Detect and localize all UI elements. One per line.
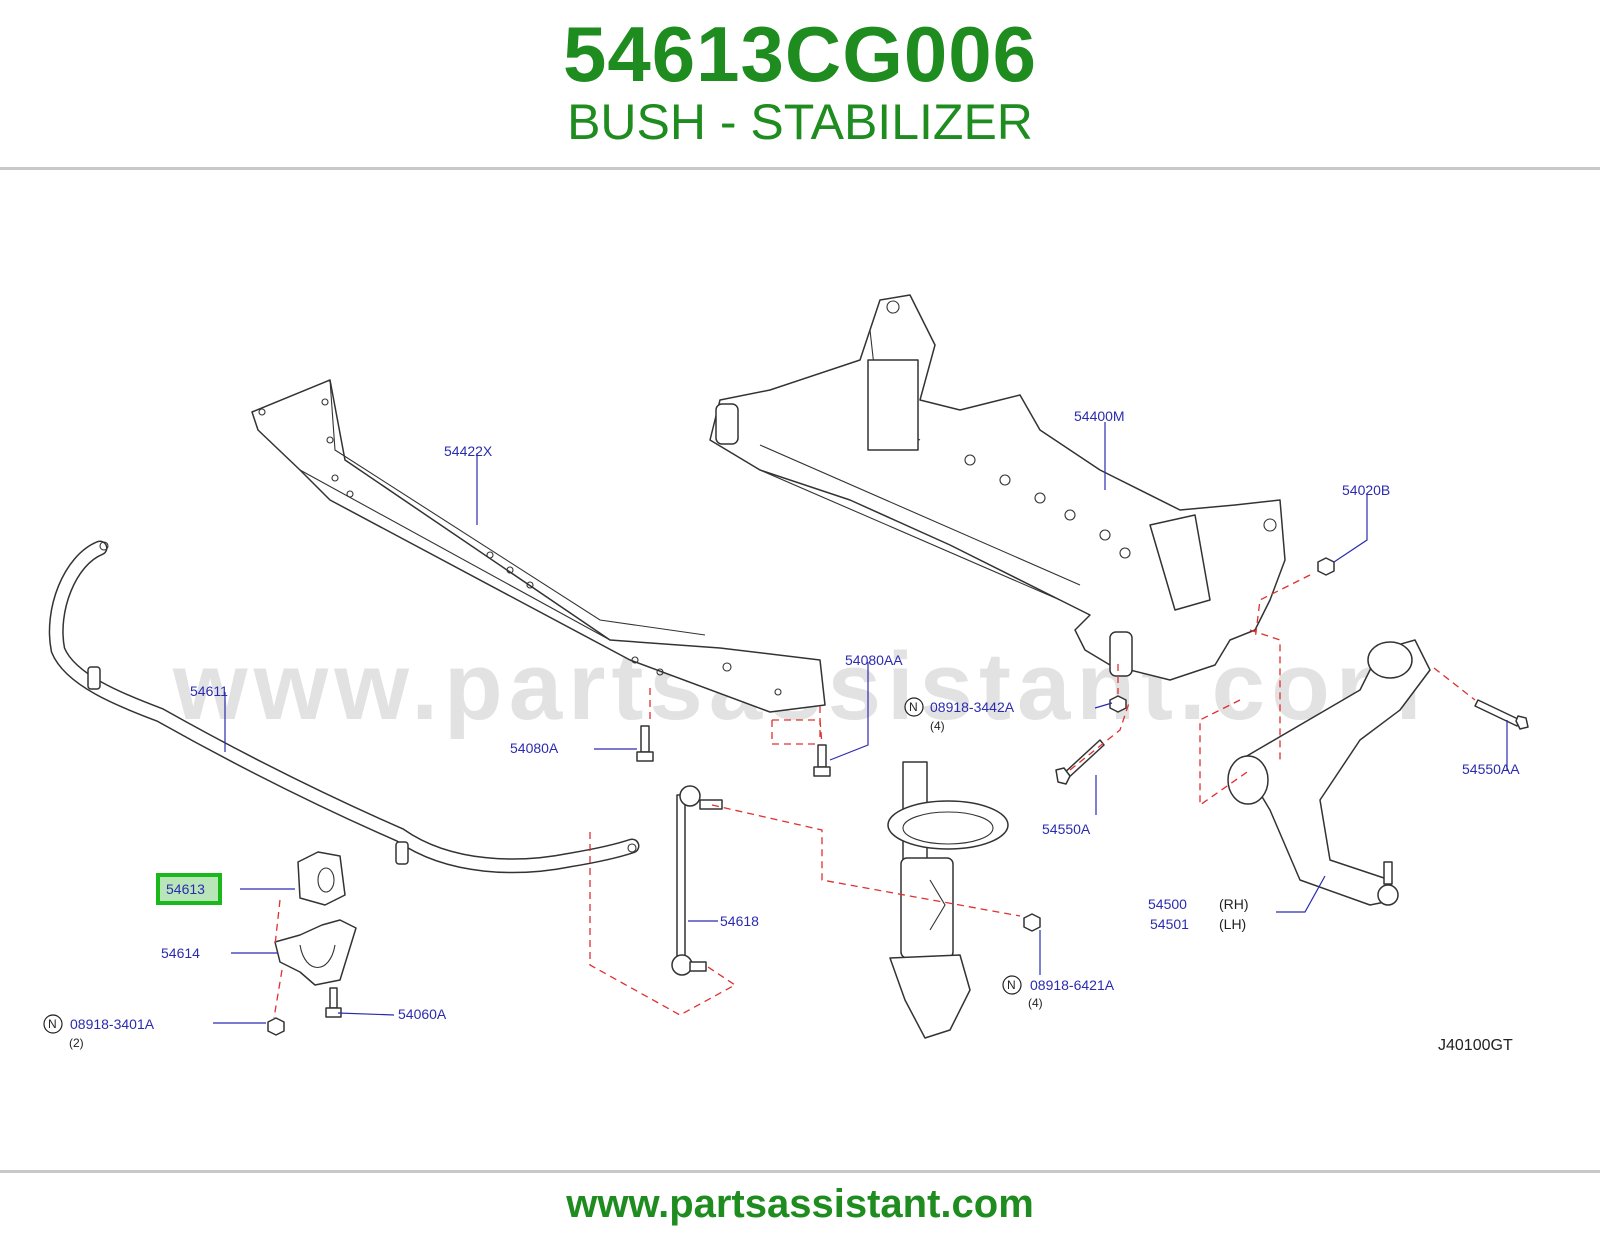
- side-54500: (RH): [1219, 896, 1249, 912]
- label-54618[interactable]: 54618: [720, 913, 759, 929]
- page-subtitle: BUSH - STABILIZER: [567, 94, 1033, 150]
- label-54020b[interactable]: 54020B: [1342, 482, 1390, 498]
- label-54614[interactable]: 54614: [161, 945, 200, 961]
- bolt-54060a-drawing: [325, 987, 342, 1018]
- stabilizer-bush-54613-drawing: [297, 851, 346, 906]
- nut-08918-6421a-drawing: [1023, 913, 1041, 932]
- label-54613[interactable]: 54613: [166, 881, 205, 897]
- bolt-54080a-drawing: [636, 725, 654, 762]
- qty-08918-3401a: (2): [69, 1036, 84, 1050]
- bolt-54550aa-drawing: [1474, 699, 1529, 730]
- cross-member-54422x-drawing: [251, 379, 826, 713]
- nut-08918-3442a-drawing: [1109, 695, 1127, 713]
- label-54550aa[interactable]: 54550AA: [1462, 761, 1520, 777]
- footer-divider: [0, 1170, 1600, 1173]
- label-54080a[interactable]: 54080A: [510, 740, 559, 756]
- n-marker: N: [1007, 978, 1016, 992]
- qty-08918-3442a: (4): [930, 719, 945, 733]
- label-08918-3401a[interactable]: 08918-3401A: [70, 1016, 155, 1032]
- bolt-54080aa-drawing: [813, 744, 831, 777]
- label-08918-3401a-group[interactable]: N 08918-3401A (2): [43, 1014, 155, 1050]
- header-divider: [0, 167, 1600, 170]
- label-54500[interactable]: 54500: [1148, 896, 1187, 912]
- footer-url[interactable]: www.partsassistant.com: [566, 1182, 1034, 1226]
- label-54080aa[interactable]: 54080AA: [845, 652, 903, 668]
- label-08918-3442a-group[interactable]: N 08918-3442A (4): [904, 697, 1015, 733]
- bush-bracket-54614-drawing: [274, 919, 357, 986]
- diagram-code: J40100GT: [1438, 1037, 1513, 1054]
- side-54501: (LH): [1219, 916, 1246, 932]
- page-title: 54613CG006: [562, 10, 1038, 98]
- label-54060a[interactable]: 54060A: [398, 1006, 447, 1022]
- label-08918-3442a[interactable]: 08918-3442A: [930, 699, 1015, 715]
- strut-assembly-drawing: [887, 761, 1009, 1039]
- label-54611[interactable]: 54611: [190, 683, 228, 699]
- nut-54020b-drawing: [1317, 557, 1335, 576]
- stabilizer-bar-54611-drawing: [48, 540, 640, 874]
- label-54400m[interactable]: 54400M: [1074, 408, 1125, 424]
- qty-08918-6421a: (4): [1028, 996, 1043, 1010]
- label-54422x[interactable]: 54422X: [444, 443, 493, 459]
- stabilizer-link-54618-drawing: [671, 785, 723, 976]
- leader-lines: [213, 422, 1508, 1024]
- label-54550a[interactable]: 54550A: [1042, 821, 1091, 837]
- label-08918-6421a[interactable]: 08918-6421A: [1030, 977, 1115, 993]
- subframe-54400m-drawing: [709, 294, 1286, 681]
- assembly-lines: [273, 574, 1476, 1019]
- lower-arm-54500-drawing: [1227, 639, 1431, 906]
- label-54501[interactable]: 54501: [1150, 916, 1189, 932]
- label-08918-6421a-group[interactable]: N 08918-6421A (4): [1002, 975, 1115, 1010]
- n-marker: N: [909, 700, 918, 714]
- label-54613-highlight[interactable]: 54613: [156, 873, 222, 905]
- nut-08918-3401a-drawing: [267, 1017, 285, 1036]
- n-marker: N: [48, 1017, 57, 1031]
